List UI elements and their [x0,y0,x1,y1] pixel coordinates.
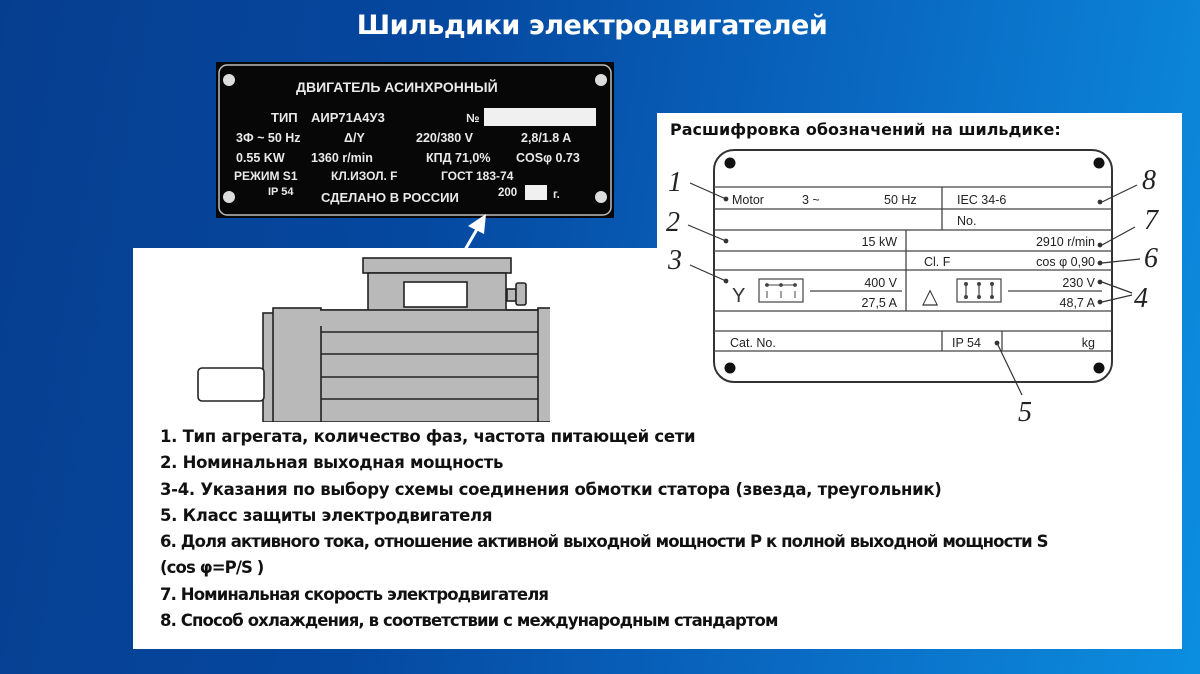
cell-standard: IEC 34-6 [957,193,1006,207]
legend-item-1: 1. Тип агрегата, количество фаз, частота… [160,427,696,446]
nameplate-photo: ДВИГАТЕЛЬ АСИНХРОННЫЙ ТИП АИР71А4У3 № 3Ф… [216,62,614,218]
plate-efficiency: КПД 71,0% [426,151,490,165]
cell-delta-current: 48,7 A [1060,296,1096,310]
cell-delta-voltage: 230 V [1062,276,1095,290]
cell-cos-phi: cos φ 0,90 [1036,255,1095,269]
plate-number-redacted [484,108,596,126]
motor-flange [272,307,322,422]
cell-star-current: 27,5 A [862,296,898,310]
cell-number: No. [957,214,976,228]
legend-item-2: 2. Номинальная выходная мощность [160,453,504,473]
cell-phases: 3 ~ [802,193,820,207]
hole-icon [1093,362,1105,374]
callout-2: 2 [666,207,680,238]
plate-made-in: СДЕЛАНО В РОССИИ [321,190,459,205]
plate-speed: 1360 r/min [311,151,373,165]
plate-year-redacted [525,185,547,200]
plate-year-prefix: 200 [498,187,517,199]
callout-3: 3 [667,245,682,276]
motor-nameplate-window [403,281,468,308]
terminal-box-lid [362,257,512,274]
callout-4: 4 [1134,283,1148,314]
plate-current: 2,8/1.8 A [521,131,571,145]
cell-power: 15 kW [862,235,898,249]
rivet-icon [595,74,607,86]
cell-ins-class: Cl. F [924,255,951,269]
diagram-heading: Расшифровка обозначений на шильдике: [670,120,1061,139]
motor-shaft [197,367,265,402]
plate-connection: Δ/Y [344,131,365,145]
legend-item-5: 5. Класс защиты электродвигателя [160,505,493,525]
plate-ip: IP 54 [268,186,294,198]
cell-cat-no: Cat. No. [730,336,776,350]
motor-drawing [190,252,550,422]
legend-list: 1. Тип агрегата, количество фаз, частота… [160,424,1170,634]
cell-speed: 2910 r/min [1036,235,1095,249]
plate-voltage: 220/380 V [416,131,474,145]
callout-8: 8 [1142,165,1156,196]
callout-6: 6 [1144,243,1158,274]
plate-type-label: ТИП [271,110,298,125]
callout-1: 1 [668,167,682,198]
plate-number-label: № [466,111,479,125]
plate-type-value: АИР71А4У3 [311,110,385,125]
diagram-frame [713,149,1113,383]
hole-icon [724,362,736,374]
legend-item-6: 6. Доля активного тока, отношение активн… [160,532,1049,552]
legend-item-8: 8. Способ охлаждения, в соответствии с м… [160,611,778,631]
motor-body [319,309,541,422]
cell-ip: IP 54 [952,336,981,350]
plate-heading: ДВИГАТЕЛЬ АСИНХРОННЫЙ [296,78,498,95]
rivet-icon [223,74,235,86]
callout-5: 5 [1018,397,1032,428]
plate-duty: РЕЖИМ S1 [234,169,298,183]
legend-item-3-4: 3-4. Указания по выбору схемы соединения… [160,479,942,499]
hole-icon [1093,157,1105,169]
plate-insulation: КЛ.ИЗОЛ. F [331,169,398,183]
plate-power: 0.55 KW [236,151,285,165]
cell-weight-unit: kg [1082,336,1095,350]
legend-item-7: 7. Номинальная скорость электродвигателя [160,584,549,604]
legend-item-6-formula: (cos φ=P/S ) [160,558,264,578]
nameplate-diagram: Motor 3 ~ 50 Hz IEC 34-6 No. 15 kW 2910 … [662,145,1182,435]
plate-standard: ГОСТ 183-74 [441,169,514,183]
plate-phase-freq: 3Ф ~ 50 Hz [236,131,301,145]
plate-cos-phi: COSφ 0.73 [516,151,580,165]
star-symbol-icon: Y [732,285,745,307]
delta-symbol-icon: △ [922,285,939,308]
plate-year-suffix: г. [553,189,560,201]
cell-star-voltage: 400 V [864,276,897,290]
plate-border [218,64,612,216]
rivet-icon [223,191,235,203]
cell-frequency: 50 Hz [884,193,917,207]
hole-icon [724,157,736,169]
callout-7: 7 [1144,205,1159,236]
rivet-icon [595,191,607,203]
slide-title: Шильдики электродвигателей [356,10,828,41]
cell-motor: Motor [732,193,764,207]
